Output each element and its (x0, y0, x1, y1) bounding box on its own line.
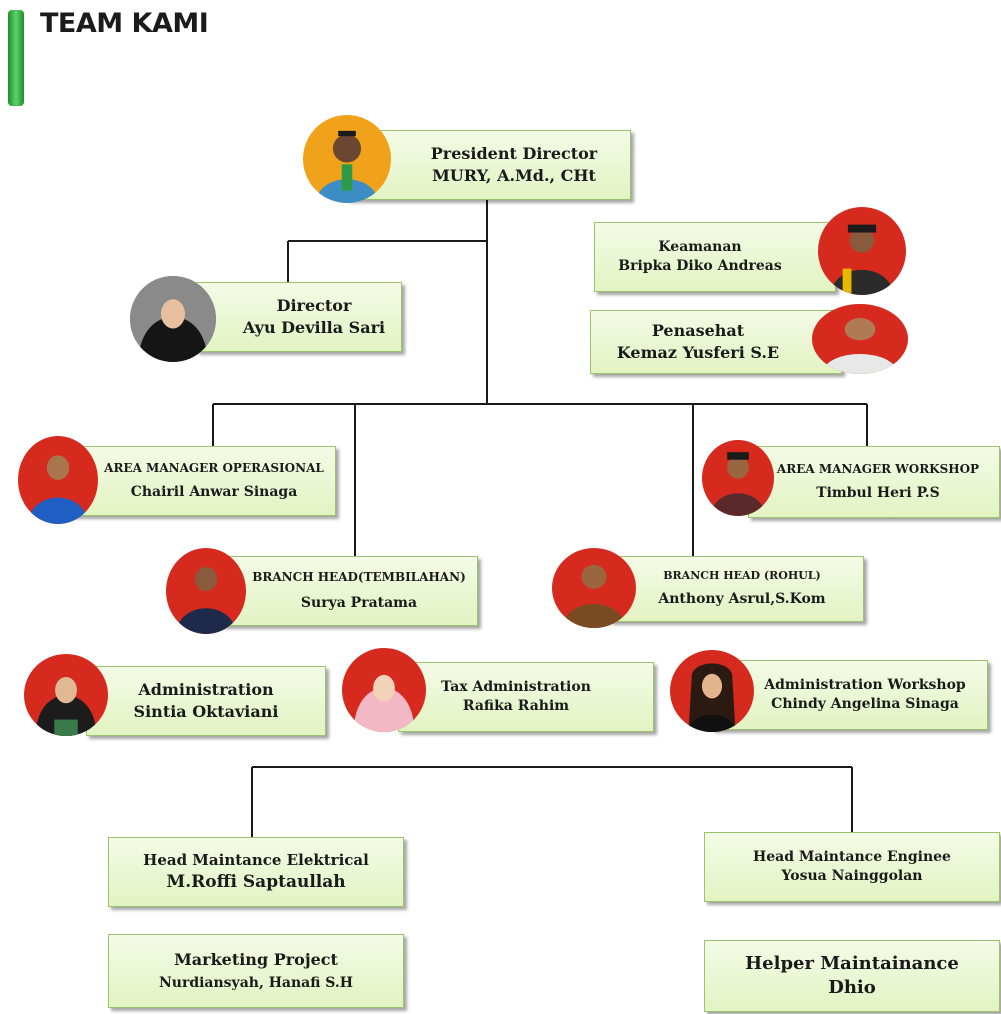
node-role: BRANCH HEAD (ROHUL) (663, 569, 821, 583)
node-name: Bripka Diko Andreas (618, 258, 782, 274)
avatar-branch-head-tembilahan (166, 548, 246, 634)
node-role: Penasehat (651, 321, 745, 341)
node-role: Keamanan (658, 239, 742, 256)
avatar-administration-workshop (670, 650, 754, 732)
node-name: Yosua Nainggolan (781, 868, 923, 884)
avatar-penasehat (812, 304, 908, 374)
avatar-keamanan (818, 207, 906, 295)
node-president-director: President Director MURY, A.Md., CHt (347, 130, 631, 200)
node-administration-workshop: Administration Workshop Chindy Angelina … (712, 660, 988, 730)
node-area-manager-workshop: AREA MANAGER WORKSHOP Timbul Heri P.S (748, 446, 1000, 518)
node-name: Chairil Anwar Sinaga (130, 483, 298, 500)
avatar-area-manager-operasional (18, 436, 98, 524)
node-name: Chindy Angelina Sinaga (771, 696, 959, 712)
node-name: Kemaz Yusferi S.E (616, 343, 780, 362)
node-name: Timbul Heri P.S (816, 484, 940, 501)
node-role: Marketing Project (174, 949, 338, 969)
node-name: MURY, A.Md., CHt (432, 166, 596, 185)
node-helper-maintainance: Helper Maintainance Dhio (704, 940, 1000, 1012)
avatar-president-director (303, 115, 391, 203)
node-branch-head-tembilahan: BRANCH HEAD(TEMBILAHAN) Surya Pratama (210, 556, 478, 626)
node-role: Tax Administration (441, 679, 591, 696)
node-head-maintance-enginee: Head Maintance Enginee Yosua Nainggolan (704, 832, 1000, 902)
node-role: Administration (138, 680, 274, 700)
node-role: Head Maintance Enginee (753, 849, 951, 866)
node-keamanan: Keamanan Bripka Diko Andreas (594, 222, 836, 292)
node-role: Head Maintance Elektrical (143, 851, 369, 870)
title-accent-bar (8, 10, 24, 106)
node-role: AREA MANAGER WORKSHOP (776, 462, 980, 477)
node-name: M.Roffi Saptaullah (166, 871, 346, 892)
avatar-tax-administration (342, 648, 426, 732)
node-administration: Administration Sintia Oktaviani (86, 666, 326, 736)
page-title: TEAM KAMI (40, 8, 209, 39)
node-marketing-project: Marketing Project Nurdiansyah, Hanafi S.… (108, 934, 404, 1008)
node-name: Rafika Rahim (462, 698, 570, 714)
node-role: President Director (430, 144, 598, 164)
node-area-manager-operasional: AREA MANAGER OPERASIONAL Chairil Anwar S… (64, 446, 336, 516)
avatar-branch-head-rohul (552, 548, 636, 628)
node-tax-administration: Tax Administration Rafika Rahim (398, 662, 654, 732)
node-role: BRANCH HEAD(TEMBILAHAN) (252, 570, 466, 585)
node-role: Director (276, 296, 352, 316)
node-role: Helper Maintainance (745, 952, 959, 974)
avatar-director (130, 276, 216, 362)
node-name: Sintia Oktaviani (133, 702, 279, 721)
node-head-maintance-elektrical: Head Maintance Elektrical M.Roffi Saptau… (108, 837, 404, 907)
avatar-administration (24, 654, 108, 736)
node-role: AREA MANAGER OPERASIONAL (104, 461, 324, 476)
avatar-area-manager-workshop (702, 440, 774, 516)
node-name: Ayu Devilla Sari (242, 318, 386, 337)
node-name: Dhio (828, 977, 876, 998)
node-name: Nurdiansyah, Hanafi S.H (158, 975, 354, 992)
node-name: Surya Pratama (300, 594, 418, 611)
node-branch-head-rohul: BRANCH HEAD (ROHUL) Anthony Asrul,S.Kom (610, 556, 864, 622)
node-director: Director Ayu Devilla Sari (196, 282, 402, 352)
node-role: Administration Workshop (764, 677, 966, 694)
node-name: Anthony Asrul,S.Kom (658, 590, 826, 607)
node-penasehat: Penasehat Kemaz Yusferi S.E (590, 310, 842, 374)
